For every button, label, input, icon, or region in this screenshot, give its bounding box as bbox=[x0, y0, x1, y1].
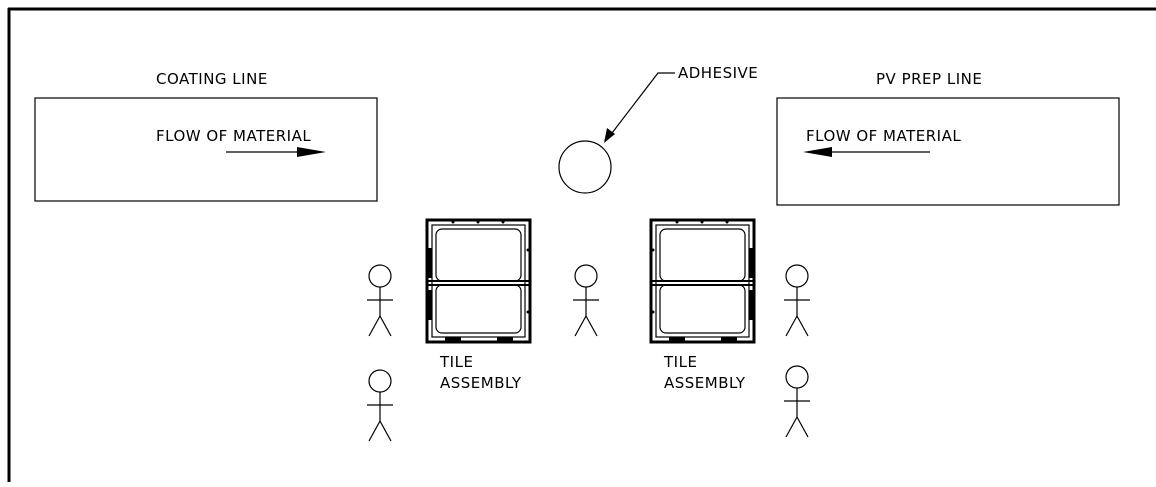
tile-assembly-label-line1: TILE bbox=[439, 353, 473, 371]
worker-icon bbox=[367, 264, 393, 337]
worker-icon bbox=[784, 264, 810, 337]
adhesive-label: ADHESIVE bbox=[678, 64, 758, 82]
coating-line-station: COATING LINE FLOW OF MATERIAL bbox=[34, 70, 378, 202]
pv-prep-line-box bbox=[776, 97, 1120, 206]
pv-prep-line-station: PV PREP LINE FLOW OF MATERIAL bbox=[776, 70, 1120, 206]
tile-assembly-label: TILE ASSEMBLY bbox=[439, 353, 522, 392]
flow-arrow-right-icon bbox=[226, 147, 326, 157]
coating-line-flow-label: FLOW OF MATERIAL bbox=[156, 127, 311, 145]
adhesive-leader-arrow-icon bbox=[604, 72, 675, 143]
tile-assembly-label: TILE ASSEMBLY bbox=[663, 353, 746, 392]
tile-assembly-label-line2: ASSEMBLY bbox=[664, 374, 746, 392]
flow-arrow-left-icon bbox=[803, 147, 930, 157]
worker-icon bbox=[367, 369, 393, 442]
drawing-border bbox=[7, 7, 1156, 482]
tile-assembly-fixture bbox=[425, 218, 532, 344]
tile-assembly-label-line2: ASSEMBLY bbox=[440, 374, 522, 392]
tile-assembly-fixture bbox=[649, 218, 756, 344]
worker-icon bbox=[573, 264, 599, 337]
coating-line-title: COATING LINE bbox=[156, 70, 268, 88]
tile-assembly-label-line1: TILE bbox=[663, 353, 697, 371]
coating-line-box bbox=[34, 97, 378, 202]
pv-prep-line-title: PV PREP LINE bbox=[876, 70, 982, 88]
worker-icon bbox=[784, 365, 810, 438]
pv-prep-line-flow-label: FLOW OF MATERIAL bbox=[806, 127, 961, 145]
adhesive-container-icon bbox=[558, 140, 612, 194]
adhesive-station: ADHESIVE bbox=[558, 64, 758, 194]
